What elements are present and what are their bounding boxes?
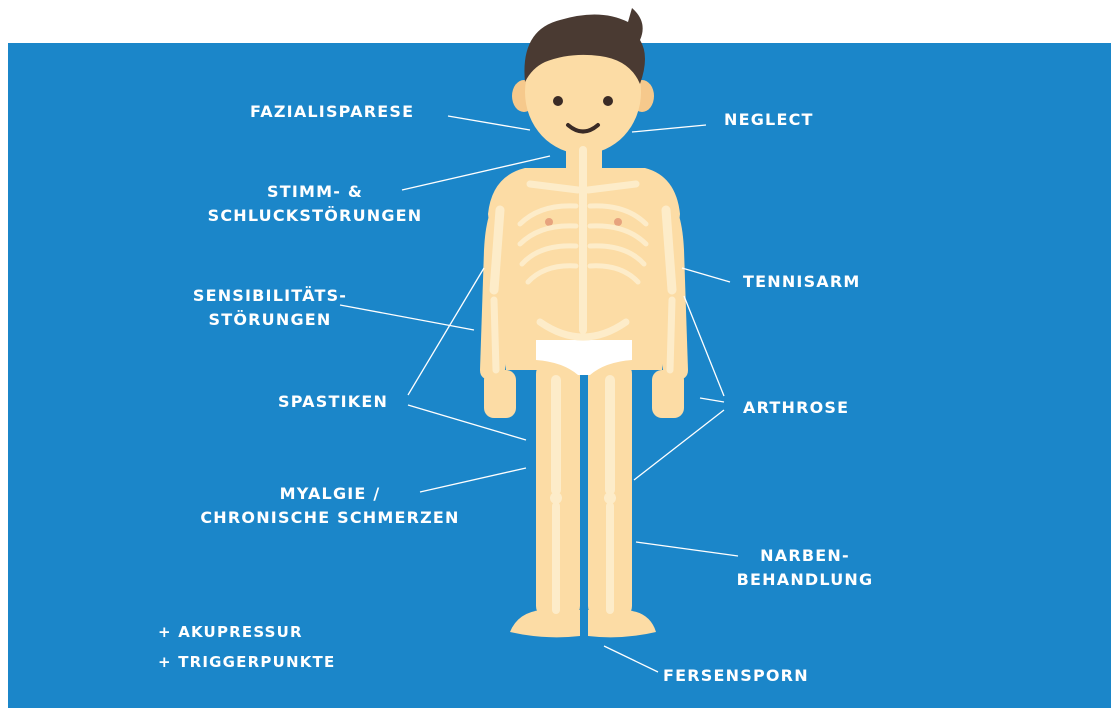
label-narben-line1: NARBEN- bbox=[720, 544, 890, 568]
connector-arthrose-knee bbox=[634, 410, 724, 480]
label-neglect: NEGLECT bbox=[724, 108, 814, 132]
connector-fazialisparese bbox=[448, 116, 530, 130]
connector-spastiken-upper bbox=[408, 268, 484, 395]
label-arthrose: ARTHROSE bbox=[743, 396, 849, 420]
extra-akupressur: + AKUPRESSUR bbox=[158, 620, 303, 644]
label-stimm-line1: STIMM- & bbox=[180, 180, 450, 204]
connector-fersensporn bbox=[604, 646, 658, 672]
label-myalgie: MYALGIE / CHRONISCHE SCHMERZEN bbox=[180, 482, 480, 530]
label-fersensporn: FERSENSPORN bbox=[663, 664, 809, 688]
label-stimm-line2: SCHLUCKSTÖRUNGEN bbox=[180, 204, 450, 228]
label-myalgie-line1: MYALGIE / bbox=[180, 482, 480, 506]
label-sensibilitaetsstoerungen: SENSIBILITÄTS- STÖRUNGEN bbox=[170, 284, 370, 332]
label-tennisarm: TENNISARM bbox=[743, 270, 861, 294]
connector-tennisarm bbox=[682, 268, 730, 282]
connector-arthrose-hand bbox=[700, 398, 724, 402]
label-narbenbehandlung: NARBEN- BEHANDLUNG bbox=[720, 544, 890, 592]
label-sensib-line1: SENSIBILITÄTS- bbox=[170, 284, 370, 308]
connector-neglect bbox=[632, 125, 706, 132]
label-narben-line2: BEHANDLUNG bbox=[720, 568, 890, 592]
label-myalgie-line2: CHRONISCHE SCHMERZEN bbox=[180, 506, 480, 530]
connector-arthrose-arm bbox=[684, 296, 724, 396]
label-fazialisparese: FAZIALISPARESE bbox=[250, 100, 414, 124]
label-spastiken: SPASTIKEN bbox=[278, 390, 388, 414]
label-sensib-line2: STÖRUNGEN bbox=[170, 308, 370, 332]
extra-triggerpunkte: + TRIGGERPUNKTE bbox=[158, 650, 335, 674]
label-stimm-schluckstoerungen: STIMM- & SCHLUCKSTÖRUNGEN bbox=[180, 180, 450, 228]
